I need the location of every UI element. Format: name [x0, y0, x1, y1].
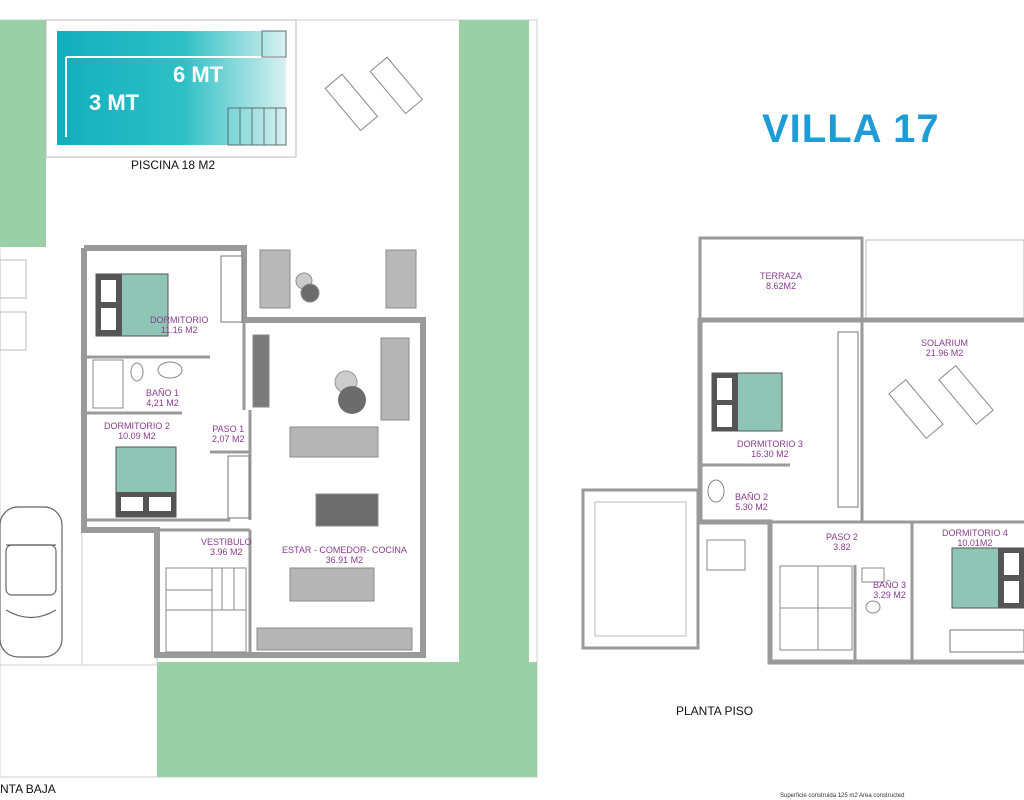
room-name: VESTIBULO	[201, 537, 252, 547]
room-label-vestibulo: VESTIBULO 3.96 M2	[201, 537, 252, 558]
room-label-solarium: SOLARIUM 21.96 M2	[921, 338, 968, 359]
room-area: 4,21 M2	[146, 398, 179, 409]
upper-floor-plan	[581, 236, 1024, 665]
room-name: BAÑO 2	[735, 492, 769, 502]
room-label-bano-1: BAÑO 1 4,21 M2	[146, 388, 179, 409]
pool-length-label: 6 MT	[173, 62, 224, 87]
room-label-dormitorio-2: DORMITORIO 2 10.09 M2	[104, 421, 170, 442]
upper-floor-caption: PLANTA PISO	[676, 704, 754, 718]
pool-caption: PISCINA 18 M2	[131, 158, 216, 172]
room-area: 11.16 M2	[160, 325, 198, 336]
bed-icon	[115, 446, 177, 518]
room-label-terraza: TERRAZA 8.62M2	[760, 271, 802, 292]
room-name: SOLARIUM	[921, 338, 969, 348]
sun-loungers-icon	[324, 56, 424, 132]
room-area: 10.01M2	[957, 538, 993, 549]
ground-floor-caption: NTA BAJA	[0, 782, 56, 796]
bed-icon	[711, 372, 783, 432]
room-name: BAÑO 1	[146, 388, 180, 398]
room-area: 3.82	[833, 542, 851, 553]
room-area: 2,07 M2	[212, 434, 245, 445]
room-label-paso-2: PASO 2 3.82	[826, 532, 858, 553]
car-icon	[0, 506, 63, 658]
bed-icon	[95, 273, 169, 337]
room-label-bano-3: BAÑO 3 3.29 M2	[873, 580, 906, 601]
room-area: 8.62M2	[765, 281, 797, 292]
room-name: PASO 1	[212, 424, 245, 434]
pool-width-label: 3 MT	[89, 90, 140, 115]
room-name: TERRAZA	[760, 271, 803, 281]
room-label-dormitorio-3: DORMITORIO 3 16.30 M2	[737, 439, 803, 460]
pool	[45, 19, 297, 158]
garden-left	[0, 20, 46, 247]
room-area: 36.91 M2	[325, 555, 364, 566]
room-name: PASO 2	[826, 532, 858, 542]
room-label-estar-comedor-cocina: ESTAR - COMEDOR- COCINA 36.91 M2	[282, 545, 407, 566]
garden-right	[459, 20, 529, 662]
room-name: DORMITORIO	[150, 315, 209, 325]
room-area: 16.30 M2	[751, 449, 789, 460]
room-area: 5.30 M2	[735, 502, 768, 513]
room-area: 3.96 M2	[209, 547, 243, 558]
room-name: DORMITORIO 4	[942, 528, 1008, 538]
room-name: ESTAR - COMEDOR- COCINA	[282, 545, 407, 555]
room-label-paso-1: PASO 1 2,07 M2	[212, 424, 245, 445]
sun-loungers-icon	[888, 365, 994, 439]
room-area: 10.09 M2	[118, 431, 156, 442]
room-label-dormitorio-4: DORMITORIO 4 10.01M2	[942, 528, 1008, 549]
room-name: BAÑO 3	[873, 580, 907, 590]
room-area: 3.29 M2	[873, 590, 906, 601]
room-name: DORMITORIO 3	[737, 439, 803, 449]
room-area: 21.96 M2	[925, 348, 964, 359]
ground-floor-plan	[0, 19, 538, 778]
footer-note: Superficie construida 125 m2 Area constr…	[780, 793, 905, 799]
room-label-dormitorio: DORMITORIO 11.16 M2	[150, 315, 208, 336]
room-name: DORMITORIO 2	[104, 421, 170, 431]
room-label-bano-2: BAÑO 2 5.30 M2	[735, 492, 768, 513]
villa-title: VILLA 17	[762, 107, 940, 151]
bed-icon	[951, 547, 1024, 609]
